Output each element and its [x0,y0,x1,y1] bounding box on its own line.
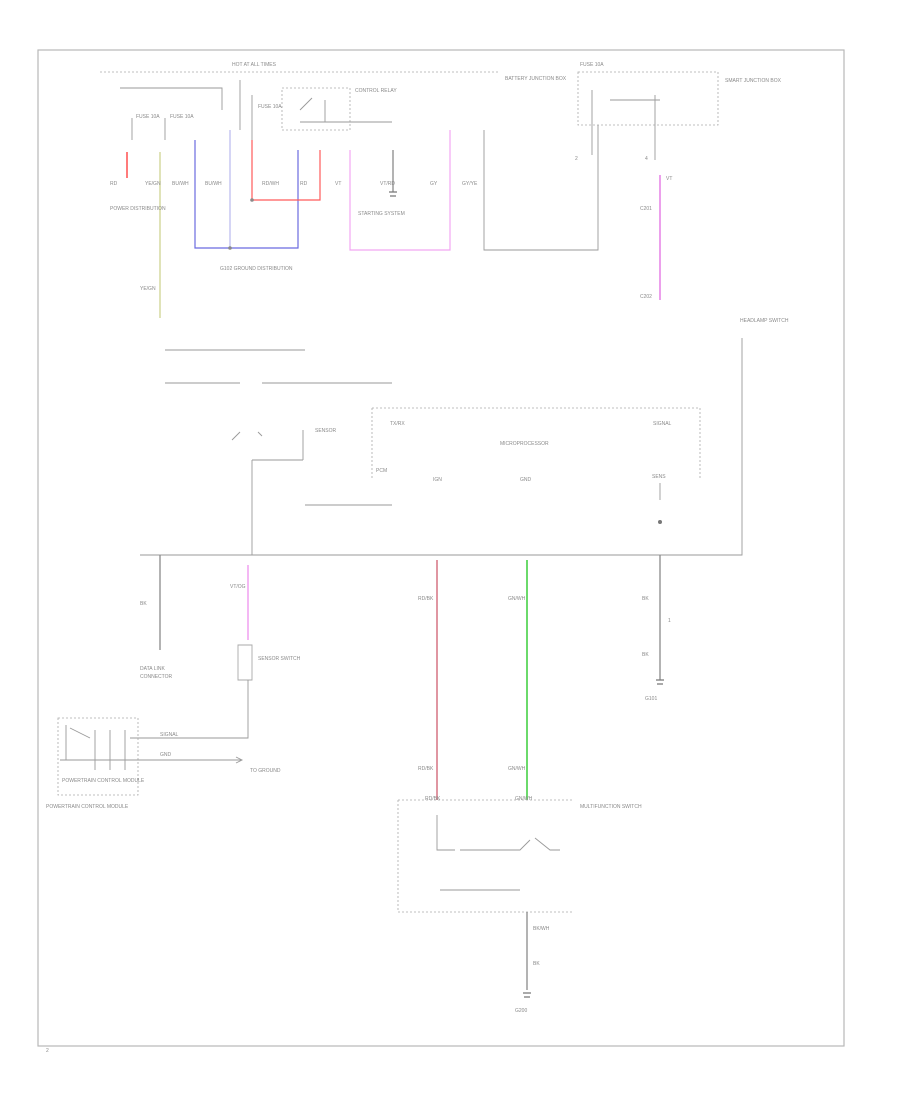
center-ref-label: STARTING SYSTEM [358,211,405,217]
fuse-1-label: FUSE 10A [136,114,160,120]
pcm-pin1: SIGNAL [160,732,179,738]
code-14: C201 [640,206,652,212]
right-vertical-wire [140,338,743,556]
pcm-switch [60,725,242,770]
code-12: 4 [645,156,648,162]
module-pin-left: TX/RX [390,421,405,427]
lower-code-3: RD/BK [418,596,434,602]
switch-mid [231,430,304,461]
switch-box-wire [130,680,249,739]
bus-bar [120,87,223,110]
splice-dot-1 [228,246,232,250]
wire-pink-loop [349,130,451,251]
splice-dot-2 [250,198,254,202]
pcm-pin2: GND [160,752,172,758]
module-sub-mid2: GND [520,477,532,483]
lower-code-8: 1 [668,618,671,624]
relay-label: CONTROL RELAY [355,88,397,94]
wire-blue-loop [194,140,299,249]
module-box [371,407,701,478]
ground-center [523,992,531,998]
mfs-label: MULTIFUNCTION SWITCH [580,804,642,810]
splice-note: G102 GROUND DISTRIBUTION [220,266,293,272]
fuse-2-label: FUSE 10A [170,114,194,120]
right-fuse-element [591,90,660,125]
fuse-3-label: FUSE 10A [258,104,282,110]
left-ref-label: POWER DISTRIBUTION [110,206,166,212]
pcm-arrow [235,756,244,764]
code-5: RD/WH [262,181,279,187]
code-7: VT [335,181,341,187]
diagram-frame [37,49,845,1047]
bottom-left-ref: DATA LINK [140,666,165,672]
relay-outline [281,87,351,131]
right-fuse-box [577,71,719,126]
lower-code-4: GN/WH [508,596,526,602]
lower-code-1: BK [140,601,147,607]
code-6: RD [300,181,308,187]
code-16: YE/GN [140,286,156,292]
mfs-code-2: BK [533,961,540,967]
code-2: YE/GN [145,181,161,187]
bottom-left-ref-2: CONNECTOR [140,674,173,680]
code-13: VT [666,176,672,182]
code-8: VT/RD [380,181,395,187]
switch-right-label: SENSOR [315,428,337,434]
page-number: 2 [46,1048,49,1054]
code-15: C202 [640,294,652,300]
code-3: BU/WH [172,181,189,187]
ground-right-label: G101 [645,696,657,702]
module-pin-right: SIGNAL [653,421,672,427]
code-4: BU/WH [205,181,222,187]
mfs-switch-internal [436,815,560,851]
module-sub-right: SENS [652,474,666,480]
mfs-pin2: GN/WH [515,796,533,802]
relay-contact [299,97,392,123]
wire-red-loop [251,140,321,201]
mfs-pin1: RD/BK [425,796,441,802]
lower-code-7: BK [642,596,649,602]
pcm-box [57,717,139,796]
lower-code-9: BK [642,652,649,658]
bl-ref: TO GROUND [250,768,281,774]
module-pin-dot [658,520,662,524]
code-1: RD [110,181,118,187]
ground-right [656,679,664,685]
lower-code-6: GN/WH [508,766,526,772]
switch-box-label: SENSOR SWITCH [258,656,301,662]
module-sub-mid: IGN [433,477,442,483]
wire-gray-right [483,125,599,251]
mfs-code: BK/WH [533,926,550,932]
right-module-label: HEADLAMP SWITCH [740,318,789,324]
pcm-box-label: POWERTRAIN CONTROL MODULE [62,778,145,784]
lower-code-2: VT/OG [230,584,246,590]
microprocessor-label: MICROPROCESSOR [500,441,549,447]
module-sub-left: PCM [376,468,387,474]
code-11: 2 [575,156,578,162]
ground-center-label: G200 [515,1008,527,1014]
switch-box [237,644,253,681]
ground-symbol-top [389,191,397,197]
battery-junction-label: BATTERY JUNCTION BOX [505,76,567,82]
lower-code-5: RD/BK [418,766,434,772]
code-9: GY [430,181,438,187]
code-10: GY/YE [462,181,478,187]
mfs-box [397,799,572,913]
right-box-label: SMART JUNCTION BOX [725,78,782,84]
fuse-box-label: HOT AT ALL TIMES [232,62,277,68]
pcm-caption: POWERTRAIN CONTROL MODULE [46,804,129,810]
right-fuse-label: FUSE 10A [580,62,604,68]
